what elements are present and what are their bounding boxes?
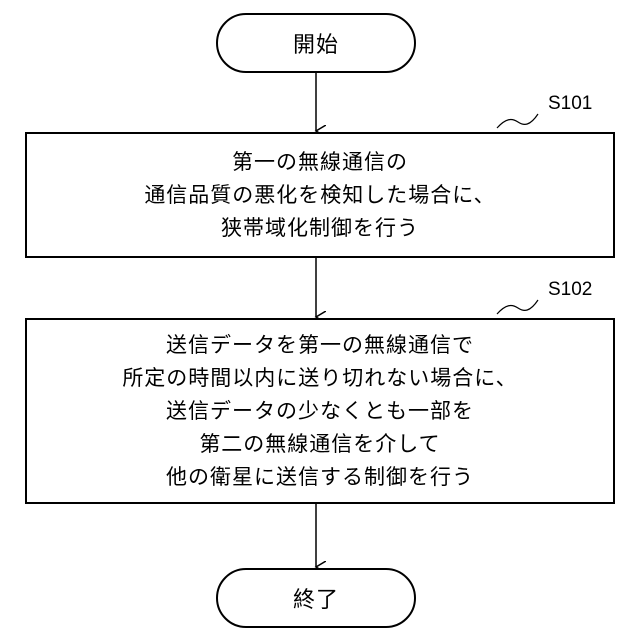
step-id-s102: S102 [548,279,592,301]
s102-text-line: 他の衛星に送信する制御を行う [166,461,474,494]
end-label: 終了 [293,582,339,614]
step-id-s101: S101 [548,93,592,115]
s102-text-line: 第二の無線通信を介して [199,428,440,461]
s101-text-line: 通信品質の悪化を検知した場合に、 [144,179,495,212]
start-label: 開始 [293,27,339,59]
s101-leader-squiggle [497,114,538,128]
s102-leader-squiggle [497,300,538,314]
s102-text-line: 所定の時間以内に送り切れない場合に、 [122,362,517,395]
s102-text-line: 送信データを第一の無線通信で [166,329,474,362]
end-terminal: 終了 [216,568,416,628]
process-box-s101: 第一の無線通信の 通信品質の悪化を検知した場合に、 狭帯域化制御を行う [25,132,615,258]
start-terminal: 開始 [216,13,416,73]
process-box-s102: 送信データを第一の無線通信で 所定の時間以内に送り切れない場合に、 送信データの… [25,318,615,504]
s102-text-line: 送信データの少なくとも一部を [166,395,474,428]
s101-text-line: 第一の無線通信の [232,146,408,179]
s101-text-line: 狭帯域化制御を行う [221,212,419,245]
